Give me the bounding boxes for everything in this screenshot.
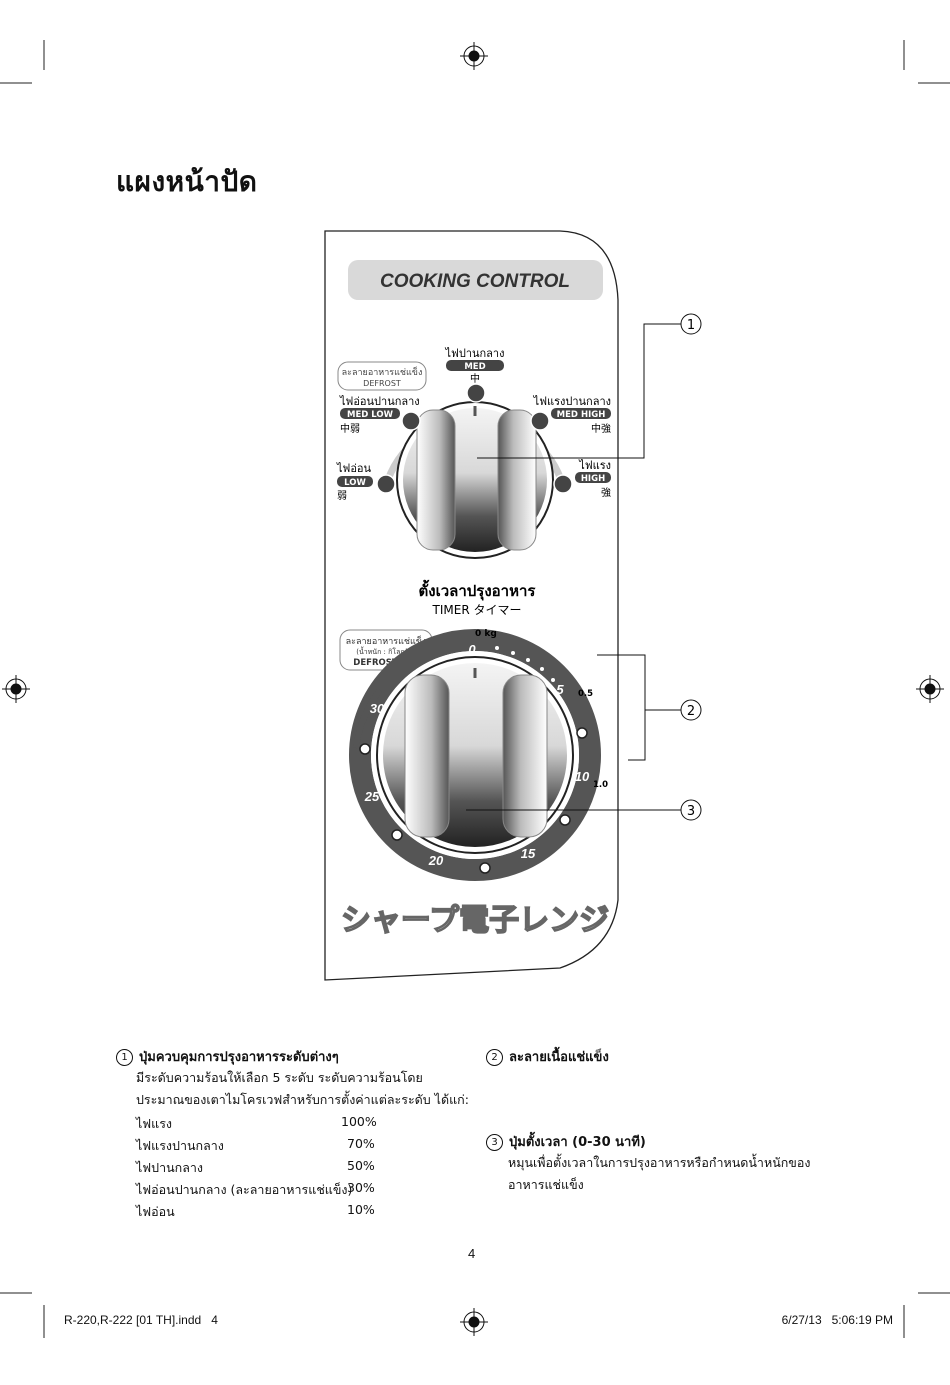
registration-mark-top bbox=[460, 42, 488, 70]
svg-text:10: 10 bbox=[575, 769, 590, 784]
svg-text:HIGH: HIGH bbox=[581, 474, 605, 484]
level-name: ไฟอ่อน bbox=[136, 1204, 175, 1219]
level-value: 30% bbox=[347, 1180, 375, 1195]
svg-text:0.5: 0.5 bbox=[578, 689, 593, 699]
svg-text:ไฟอ่อน: ไฟอ่อน bbox=[336, 462, 372, 475]
svg-text:1.0: 1.0 bbox=[593, 780, 608, 790]
footer-timestamp: 6/27/13 5:06:19 PM bbox=[781, 1313, 893, 1327]
svg-text:20: 20 bbox=[428, 853, 444, 868]
flame-icon-high bbox=[553, 474, 573, 494]
svg-text:0 kg: 0 kg bbox=[475, 629, 497, 639]
svg-text:強: 強 bbox=[601, 486, 611, 499]
svg-text:15: 15 bbox=[521, 846, 536, 861]
level-name: ไฟอ่อนปานกลาง (ละลายอาหารแช่แข็ง) bbox=[136, 1182, 353, 1197]
section1-desc-2: ประมาณของเตาไมโครเวฟสำหรับการตั้งค่าแต่ล… bbox=[136, 1092, 469, 1107]
svg-text:MED LOW: MED LOW bbox=[347, 410, 394, 420]
svg-text:ไฟแรง: ไฟแรง bbox=[578, 459, 611, 472]
svg-text:DEFROST: DEFROST bbox=[363, 379, 401, 388]
section1-number: 1 bbox=[116, 1049, 133, 1066]
flame-icon-med bbox=[466, 383, 486, 403]
registration-mark-bottom bbox=[460, 1308, 488, 1336]
page-number: 4 bbox=[468, 1246, 476, 1261]
section3-desc-2: อาหารแช่แข็ง bbox=[508, 1177, 584, 1192]
section1-desc-1: มีระดับความร้อนให้เลือก 5 ระดับ ระดับควา… bbox=[136, 1070, 423, 1085]
svg-text:中強: 中強 bbox=[591, 422, 611, 435]
level-value: 10% bbox=[347, 1202, 375, 1217]
callout-1 bbox=[680, 313, 702, 335]
flame-icon-low bbox=[376, 474, 396, 494]
svg-text:ไฟแรงปานกลาง: ไฟแรงปานกลาง bbox=[533, 395, 611, 408]
svg-text:弱: 弱 bbox=[337, 490, 347, 502]
section3-number: 3 bbox=[486, 1134, 503, 1151]
svg-text:1: 1 bbox=[687, 318, 695, 333]
flame-icon-med-high bbox=[530, 411, 550, 431]
brand-jp: シャープ電子レンジ bbox=[341, 903, 609, 938]
registration-mark-left bbox=[2, 675, 30, 703]
svg-text:30: 30 bbox=[370, 701, 385, 716]
svg-text:中弱: 中弱 bbox=[340, 422, 360, 435]
callout-3 bbox=[680, 799, 702, 821]
footer-file: R-220,R-222 [01 TH].indd 4 bbox=[64, 1313, 218, 1327]
page-title: แผงหน้าปัด bbox=[116, 165, 258, 198]
svg-text:ละลายอาหารแช่แข็ง: ละลายอาหารแช่แข็ง bbox=[342, 365, 423, 378]
level-value: 100% bbox=[341, 1114, 377, 1129]
registration-mark-right bbox=[916, 675, 944, 703]
svg-text:25: 25 bbox=[364, 789, 380, 804]
svg-text:(น้ำหนัก : กิโลกรัม): (น้ำหนัก : กิโลกรัม) bbox=[356, 645, 416, 656]
level-name: ไฟปานกลาง bbox=[136, 1160, 203, 1175]
svg-text:LOW: LOW bbox=[344, 478, 366, 488]
level-name: ไฟแรง bbox=[136, 1116, 173, 1131]
svg-text:ไฟอ่อนปานกลาง: ไฟอ่อนปานกลาง bbox=[339, 395, 420, 408]
svg-text:ตั้งเวลาปรุงอาหาร: ตั้งเวลาปรุงอาหาร bbox=[419, 579, 537, 601]
level-name: ไฟแรงปานกลาง bbox=[136, 1138, 224, 1153]
level-value: 50% bbox=[347, 1158, 375, 1173]
svg-text:MED: MED bbox=[464, 362, 485, 372]
svg-text:3: 3 bbox=[687, 804, 695, 819]
callout-2 bbox=[680, 699, 702, 721]
level-value: 70% bbox=[347, 1136, 375, 1151]
svg-text:中: 中 bbox=[470, 372, 480, 385]
svg-text:5: 5 bbox=[556, 682, 564, 697]
svg-text:TIMER タイマー: TIMER タイマー bbox=[432, 603, 522, 617]
svg-text:0: 0 bbox=[468, 642, 476, 657]
svg-text:ละลายอาหารแช่แข็ง: ละลายอาหารแช่แข็ง bbox=[346, 634, 427, 647]
section2-number: 2 bbox=[486, 1049, 503, 1066]
svg-text:DEFROST : kg: DEFROST : kg bbox=[353, 658, 418, 668]
panel-header: COOKING CONTROL bbox=[380, 271, 570, 292]
svg-text:MED HIGH: MED HIGH bbox=[557, 410, 606, 420]
flame-icon-med-low bbox=[401, 411, 421, 431]
section3-desc-1: หมุนเพื่อตั้งเวลาในการปรุงอาหารหรือกำหนด… bbox=[508, 1155, 811, 1170]
svg-text:ไฟปานกลาง: ไฟปานกลาง bbox=[445, 347, 505, 360]
svg-text:2: 2 bbox=[687, 704, 695, 719]
